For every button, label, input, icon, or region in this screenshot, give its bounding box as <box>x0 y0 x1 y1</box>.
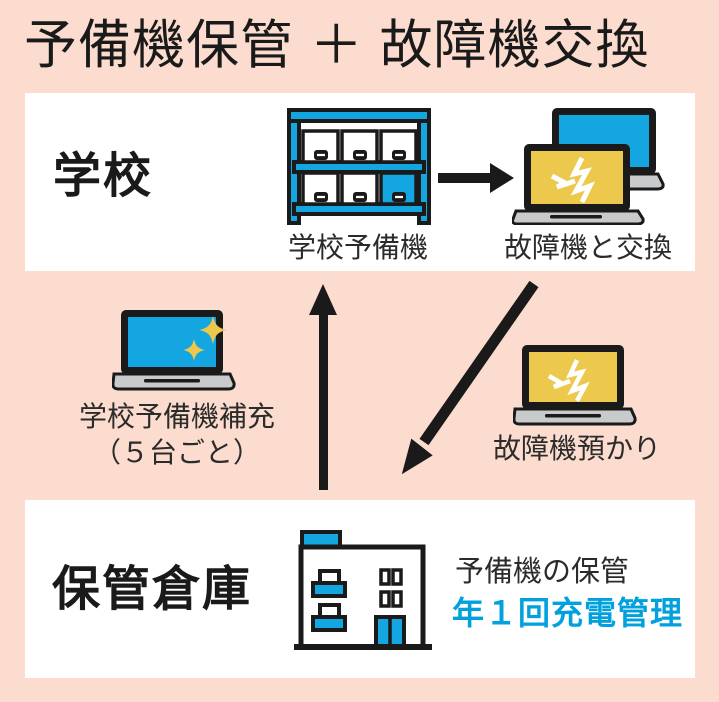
sparkle-laptop-icon <box>112 310 236 391</box>
arrow-diagonal-icon <box>401 280 539 475</box>
broken-laptop-icon <box>513 345 637 426</box>
broken-laptop-front-icon <box>512 144 645 225</box>
restock-caption: 学校予備機補充 （５台ごと） <box>57 399 297 472</box>
shelf-caption: 学校予備機 <box>288 232 429 263</box>
spare-box-row-bottom <box>301 171 418 206</box>
laptop-exchange-icon <box>512 108 665 225</box>
restock-caption-line2: （５台ごと） <box>92 437 261 469</box>
spare-shelf-icon <box>287 108 431 225</box>
arrow-up-icon <box>309 284 337 490</box>
deposit-caption: 故障機預かり <box>493 433 662 464</box>
storage-caption: 予備機の保管 <box>455 556 630 588</box>
arrow-right-icon <box>438 163 514 193</box>
spare-box-row-top <box>301 129 418 164</box>
page-title: 予備機保管 ＋ 故障機交換 <box>24 16 650 75</box>
window-icons <box>379 568 403 608</box>
charge-caption: 年１回充電管理 <box>452 595 684 631</box>
school-label: 学校 <box>53 150 154 203</box>
exchange-caption: 故障機と交換 <box>504 232 673 263</box>
restock-caption-line1: 学校予備機補充 <box>78 401 275 432</box>
crate-icons <box>311 569 347 632</box>
warehouse-label: 保管倉庫 <box>52 563 253 616</box>
door-icon <box>374 615 406 649</box>
warehouse-building-icon <box>294 530 432 650</box>
sparkle-icon <box>183 316 227 361</box>
